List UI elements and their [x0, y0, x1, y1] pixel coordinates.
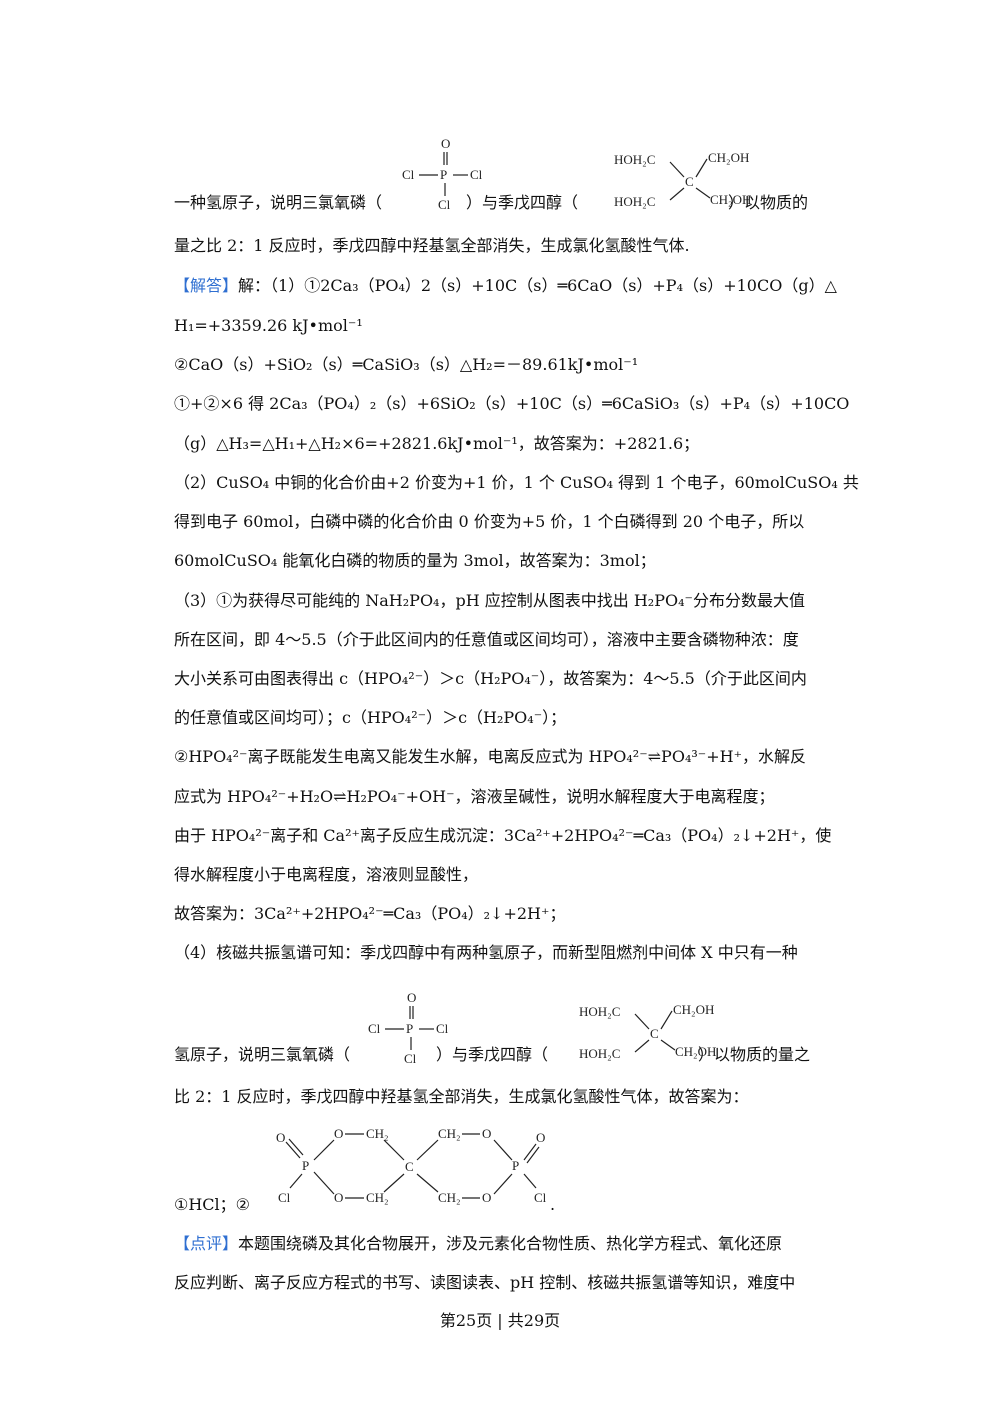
svg-text:O: O	[536, 1130, 545, 1145]
atom-o: O	[441, 136, 450, 151]
intro-line-1: 一种氢原子，说明三氯氧磷（）与季戊四醇（）以物质的	[174, 193, 809, 212]
svg-text:O: O	[334, 1126, 343, 1141]
svg-text:CH₂: CH₂	[438, 1126, 461, 1141]
svg-text:CH₂OH: CH₂OH	[708, 150, 749, 165]
svg-text:Cl: Cl	[534, 1190, 547, 1205]
svg-text:P: P	[406, 1021, 413, 1036]
answer-line-6: （2）CuSO₄ 中铜的化合价由+2 价变为+1 价，1 个 CuSO₄ 得到 …	[174, 473, 859, 492]
answer-tag: 【解答】	[174, 276, 239, 295]
review-tag: 【点评】	[174, 1234, 239, 1253]
svg-text:C: C	[650, 1026, 659, 1041]
svg-text:HOH₂C: HOH₂C	[614, 194, 655, 209]
pocl3-structure-top: O Cl P Cl Cl	[402, 136, 483, 212]
answer-line-2: H₁=+3359.26 kJ•mol⁻¹	[174, 316, 363, 335]
answer-line-8: 60molCuSO₄ 能氧化白磷的物质的量为 3mol，故答案为：3mol；	[174, 551, 656, 570]
svg-text:CH₂OH: CH₂OH	[675, 1044, 716, 1059]
svg-text:CH₂OH: CH₂OH	[710, 192, 751, 207]
answer-line-12: 的任意值或区间均可）；c（HPO₄²⁻）＞c（H₂PO₄⁻）；	[174, 708, 567, 727]
svg-text:C: C	[405, 1159, 414, 1174]
svg-text:Cl: Cl	[404, 1051, 417, 1066]
svg-text:O: O	[482, 1126, 491, 1141]
answer-line-21: ①HCl；②.	[174, 1195, 556, 1214]
atom-p: P	[440, 167, 447, 182]
svg-text:HOH₂C: HOH₂C	[579, 1046, 620, 1061]
answer-line-4: ①+②×6 得 2Ca₃（PO₄）₂（s）+6SiO₂（s）+10C（s）═6C…	[174, 394, 850, 413]
svg-text:HOH₂C: HOH₂C	[614, 152, 655, 167]
svg-text:HOH₂C: HOH₂C	[579, 1004, 620, 1019]
page-footer: 第25页 | 共29页	[439, 1311, 561, 1330]
answer-line-16: 得水解程度小于电离程度，溶液则显酸性，	[174, 865, 479, 884]
answer-line-7: 得到电子 60mol，白磷中磷的化合价由 0 价变为+5 价，1 个白磷得到 2…	[174, 512, 805, 531]
answer-line-11: 大小关系可由图表得出 c（HPO₄²⁻）＞c（H₂PO₄⁻），故答案为：4～5.…	[174, 669, 807, 688]
svg-text:Cl: Cl	[278, 1190, 291, 1205]
review-line-1: 【点评】本题围绕磷及其化合物展开，涉及元素化合物性质、热化学方程式、氧化还原	[174, 1234, 783, 1253]
svg-text:CH₂: CH₂	[366, 1190, 389, 1205]
answer-line-19: 氢原子，说明三氯氧磷（）与季戊四醇（）以物质的量之	[174, 1045, 811, 1064]
svg-text:CH₂: CH₂	[438, 1190, 461, 1205]
atom-cl-bottom: Cl	[438, 197, 451, 212]
atom-cl-right: Cl	[470, 167, 483, 182]
answer-line-5: （g）△H₃=△H₁+△H₂×6=+2821.6kJ•mol⁻¹，故答案为：+2…	[174, 434, 700, 453]
pentaerythritol-structure-bottom: HOH₂C CH₂OH C HOH₂C CH₂OH	[579, 1002, 716, 1061]
answer-line-20: 比 2：1 反应时，季戊四醇中羟基氢全部消失，生成氯化氢酸性气体，故答案为：	[174, 1087, 749, 1106]
svg-text:Cl: Cl	[436, 1021, 449, 1036]
answer-line-15: 由于 HPO₄²⁻离子和 Ca²⁺离子反应生成沉淀：3Ca²⁺+2HPO₄²⁻═…	[174, 826, 832, 845]
answer-line-3: ②CaO（s）+SiO₂（s）═CaSiO₃（s）△H₂=－89.61kJ•mo…	[174, 355, 639, 374]
pocl3-structure-bottom: O Cl P Cl Cl	[368, 990, 449, 1066]
answer-line-17: 故答案为：3Ca²⁺+2HPO₄²⁻═Ca₃（PO₄）₂↓+2H⁺；	[174, 904, 566, 923]
atom-cl-left: Cl	[402, 167, 415, 182]
answer-line-1: 【解答】解：（1）①2Ca₃（PO₄）2（s）+10C（s）═6CaO（s）+P…	[174, 276, 837, 295]
answer-line-18: （4）核磁共振氢谱可知：季戊四醇中有两种氢原子，而新型阻燃剂中间体 X 中只有一…	[174, 943, 798, 962]
answer-line-10: 所在区间，即 4～5.5（介于此区间内的任意值或区间均可），溶液中主要含磷物种浓…	[174, 630, 799, 649]
svg-text:CH₂OH: CH₂OH	[673, 1002, 714, 1017]
svg-text:P: P	[302, 1158, 309, 1173]
svg-text:P: P	[512, 1158, 519, 1173]
answer-line-13: ②HPO₄²⁻离子既能发生电离又能发生水解，电离反应式为 HPO₄²⁻⇌PO₄³…	[174, 747, 807, 766]
answer-line-14: 应式为 HPO₄²⁻+H₂O⇌H₂PO₄⁻+OH⁻，溶液呈碱性，说明水解程度大于…	[174, 787, 775, 806]
svg-text:O: O	[407, 990, 416, 1005]
product-spiro-structure: O P Cl O CH₂ O CH₂ C CH₂ O CH₂ O P O Cl	[276, 1126, 547, 1205]
pentaerythritol-structure-top: HOH₂C CH₂OH C HOH₂C CH₂OH	[614, 150, 751, 209]
svg-text:O: O	[334, 1190, 343, 1205]
intro-line-2: 量之比 2：1 反应时，季戊四醇中羟基氢全部消失，生成氯化氢酸性气体.	[174, 236, 690, 255]
review-line-2: 反应判断、离子反应方程式的书写、读图读表、pH 控制、核磁共振氢谱等知识，难度中	[174, 1273, 796, 1292]
svg-text:Cl: Cl	[368, 1021, 381, 1036]
svg-text:CH₂: CH₂	[366, 1126, 389, 1141]
svg-text:O: O	[482, 1190, 491, 1205]
answer-line-9: （3）①为获得尽可能纯的 NaH₂PO₄，pH 应控制从图表中找出 H₂PO₄⁻…	[174, 591, 805, 610]
svg-text:C: C	[685, 174, 694, 189]
svg-text:O: O	[276, 1130, 285, 1145]
